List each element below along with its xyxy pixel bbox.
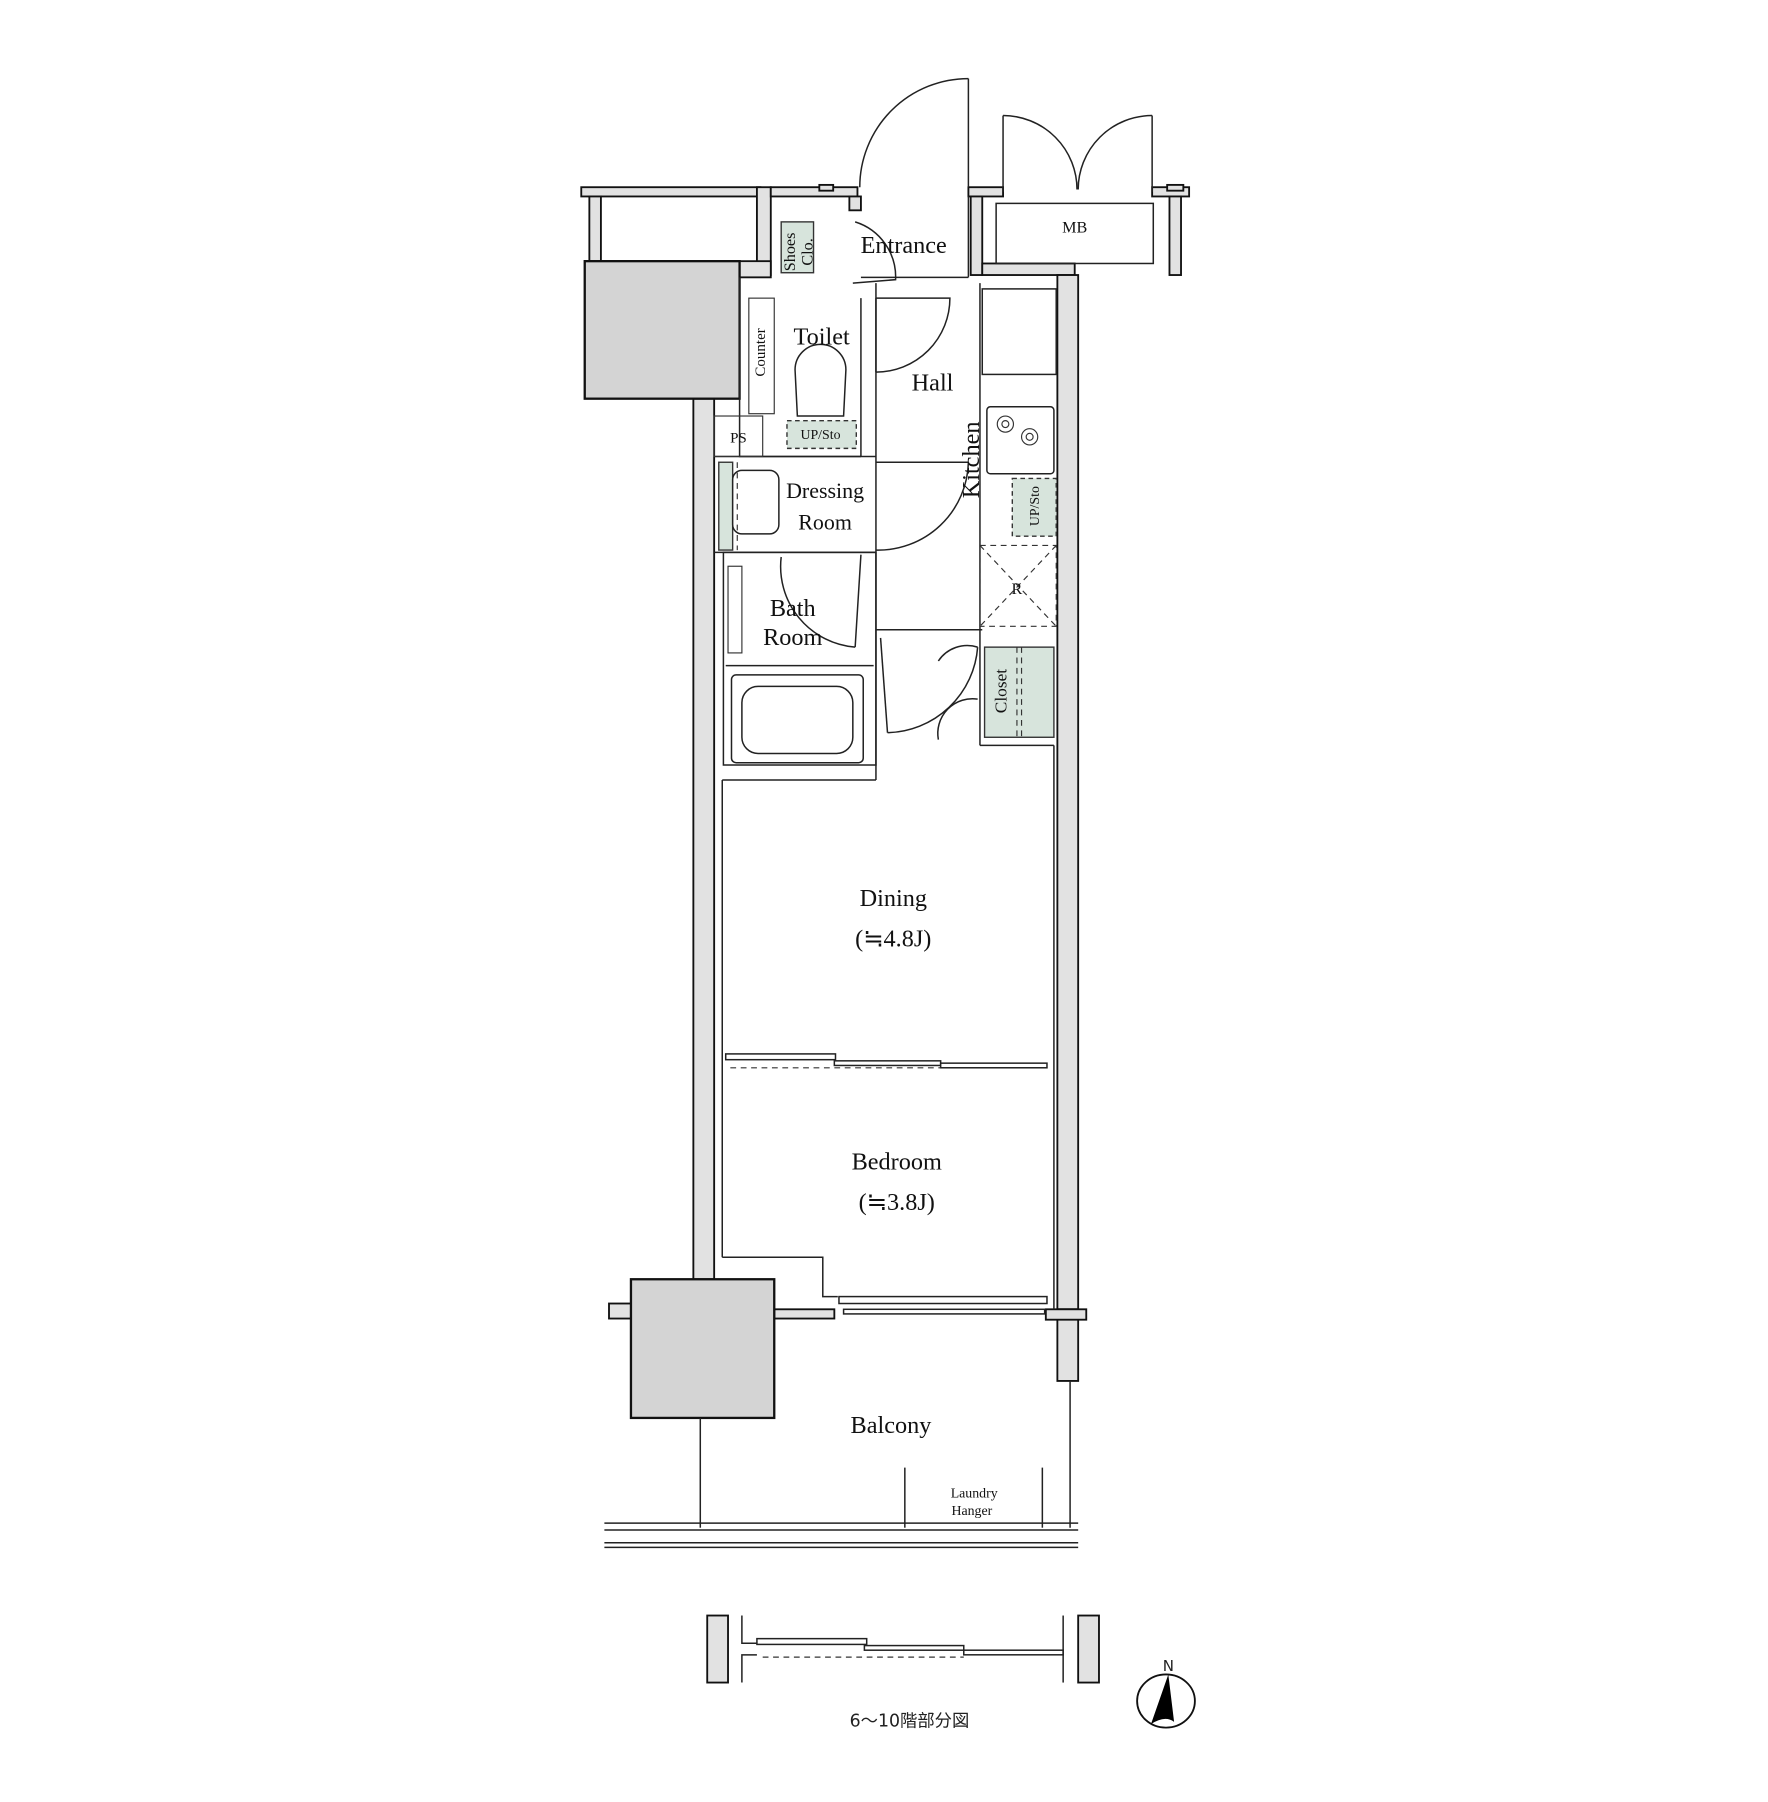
compass-north-label: N xyxy=(1163,1657,1174,1675)
sink xyxy=(981,288,1057,376)
dressing-storage xyxy=(718,461,734,551)
label-refrigerator: R xyxy=(1012,581,1023,598)
label-shoes: Shoes xyxy=(782,233,799,272)
toilet-storage xyxy=(786,419,857,450)
label-bath-room: Room xyxy=(763,624,822,651)
shoes-closet xyxy=(780,221,815,274)
label-clo: Clo. xyxy=(799,238,816,265)
refrigerator-space xyxy=(979,544,1057,627)
label-counter: Counter xyxy=(753,328,769,376)
gas-stove xyxy=(986,406,1055,475)
label-entrance: Entrance xyxy=(861,232,947,259)
balcony-railing xyxy=(604,1380,1079,1549)
label-dressing: Dressing xyxy=(786,478,864,503)
label-bedroom: Bedroom xyxy=(852,1148,942,1175)
bath-shelf xyxy=(727,565,743,654)
label-dining-area: (≒4.8J) xyxy=(855,925,931,952)
structural-column-lower xyxy=(629,1278,776,1420)
mb-double-door[interactable] xyxy=(1002,114,1153,192)
label-balcony: Balcony xyxy=(851,1412,933,1439)
exterior-walls xyxy=(580,183,1191,1382)
closet-door[interactable] xyxy=(879,637,979,740)
dressing-room-door[interactable] xyxy=(875,461,970,551)
partial-plan-6-10 xyxy=(706,1614,1100,1684)
label-bath: Bath xyxy=(770,595,816,622)
entrance-hall-door[interactable] xyxy=(852,221,897,284)
kitchen-storage xyxy=(1011,477,1057,537)
north-compass-icon xyxy=(1136,1673,1196,1729)
washbasin xyxy=(731,469,780,535)
label-bedroom-area: (≒3.8J) xyxy=(859,1189,935,1216)
interior-partitions xyxy=(714,196,1055,1310)
label-ps: PS xyxy=(730,431,747,447)
label-dressing-room: Room xyxy=(798,509,852,534)
entrance-door[interactable] xyxy=(859,77,970,188)
structural-column-upper xyxy=(583,260,741,400)
bath-room-door[interactable] xyxy=(779,554,862,648)
label-hanger: Hanger xyxy=(951,1503,992,1518)
pipe-space xyxy=(713,415,764,458)
label-hall: Hall xyxy=(912,370,954,397)
label-kitchen: Kitchen xyxy=(958,422,985,499)
label-kitchen-up-storage: UP/Sto xyxy=(1027,486,1042,526)
label-laundry: Laundry xyxy=(951,1486,998,1501)
label-dining: Dining xyxy=(860,885,927,912)
counter xyxy=(748,297,775,415)
label-mb: MB xyxy=(1062,219,1087,236)
label-toilet: Toilet xyxy=(794,323,850,350)
laundry-hanger xyxy=(904,1467,1044,1528)
partial-plan-caption: 6～10階部分図 xyxy=(850,1711,970,1731)
dining-bedroom-sliding-door[interactable] xyxy=(724,1053,1048,1069)
label-toilet-up-storage: UP/Sto xyxy=(800,427,840,442)
toilet-door[interactable] xyxy=(875,297,951,373)
label-closet: Closet xyxy=(992,669,1011,713)
bedroom-balcony-window[interactable] xyxy=(838,1295,1048,1315)
toilet-fixture xyxy=(794,343,847,417)
closet xyxy=(983,646,1055,738)
